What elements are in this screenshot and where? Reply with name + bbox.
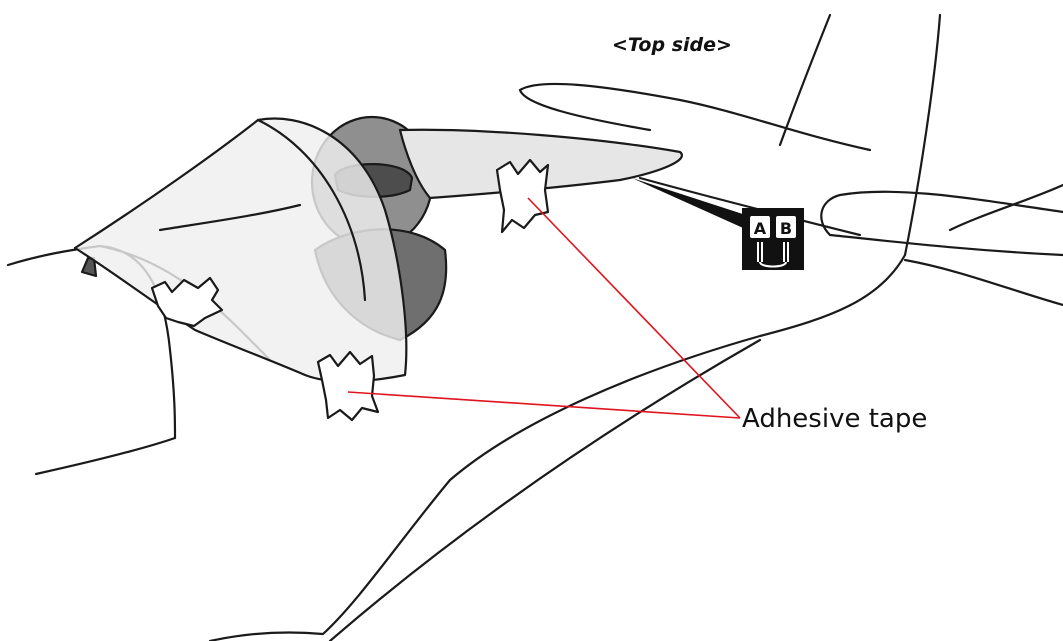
wing-root-fairing [821,192,1063,255]
adhesive-tape-label: Adhesive tape [742,404,927,434]
connector-letter-a: A [754,219,767,238]
fuselage-outline [8,246,905,641]
connector-pointer [632,178,755,232]
adhesive-tape-piece-tail [497,160,548,232]
connector-letter-b: B [780,219,792,238]
leader-line-tail-tape [528,198,740,418]
leader-line-cockpit-tape [348,392,740,418]
vertical-fin [780,15,1063,255]
adhesive-tape-piece-rear [318,352,378,420]
view-label: <Top side> [612,34,732,56]
servo-connector-icon: A B [742,208,804,270]
